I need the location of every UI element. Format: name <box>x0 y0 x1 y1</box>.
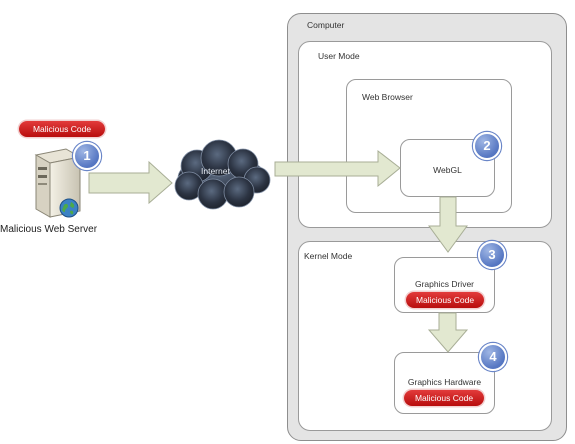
globe-icon <box>59 198 79 218</box>
user-mode-title: User Mode <box>318 51 360 61</box>
arrow-internet-to-webgl <box>274 149 401 188</box>
malicious-code-badge-server: Malicious Code <box>19 121 105 137</box>
malicious-code-badge-driver: Malicious Code <box>406 292 484 308</box>
internet-label: Internet <box>201 166 230 176</box>
arrow-driver-to-hardware <box>427 312 469 353</box>
step-badge-3: 3 <box>478 241 506 269</box>
web-browser-title: Web Browser <box>362 92 413 102</box>
cloud-icon <box>174 139 271 210</box>
computer-title: Computer <box>307 20 345 30</box>
step-badge-1: 1 <box>73 142 101 170</box>
webgl-label: WebGL <box>433 165 462 175</box>
arrow-webgl-to-driver <box>428 196 468 253</box>
step-badge-2: 2 <box>473 132 501 160</box>
step-badge-4: 4 <box>479 343 507 371</box>
server-caption: Malicious Web Server <box>0 224 98 235</box>
graphics-driver-label: Graphics Driver <box>414 279 475 289</box>
arrow-server-to-internet <box>88 160 173 205</box>
graphics-hardware-label: Graphics Hardware <box>407 377 482 387</box>
kernel-mode-title: Kernel Mode <box>304 251 353 261</box>
malicious-code-badge-hardware: Malicious Code <box>404 390 484 406</box>
